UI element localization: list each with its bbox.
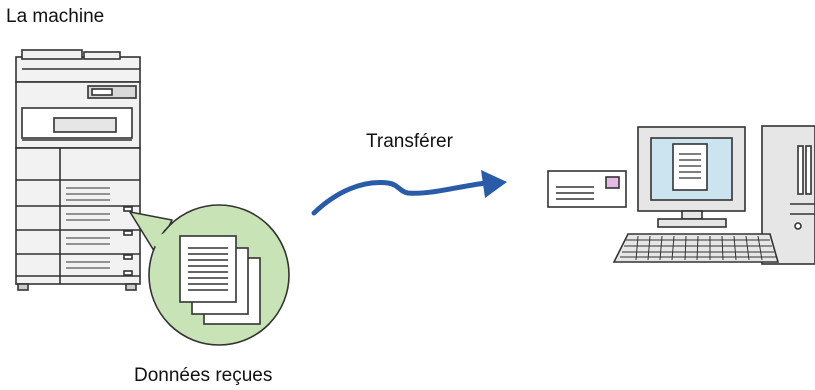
computer-icon — [612, 125, 815, 265]
printer-icon — [15, 49, 141, 291]
received-data-callout — [129, 204, 290, 346]
arrow-icon — [311, 170, 507, 216]
envelope-icon — [547, 170, 627, 208]
received-data-label: Données reçues — [134, 365, 273, 386]
transfer-label: Transférer — [366, 131, 453, 152]
machine-label: La machine — [6, 6, 105, 27]
documents-icon — [179, 235, 261, 325]
